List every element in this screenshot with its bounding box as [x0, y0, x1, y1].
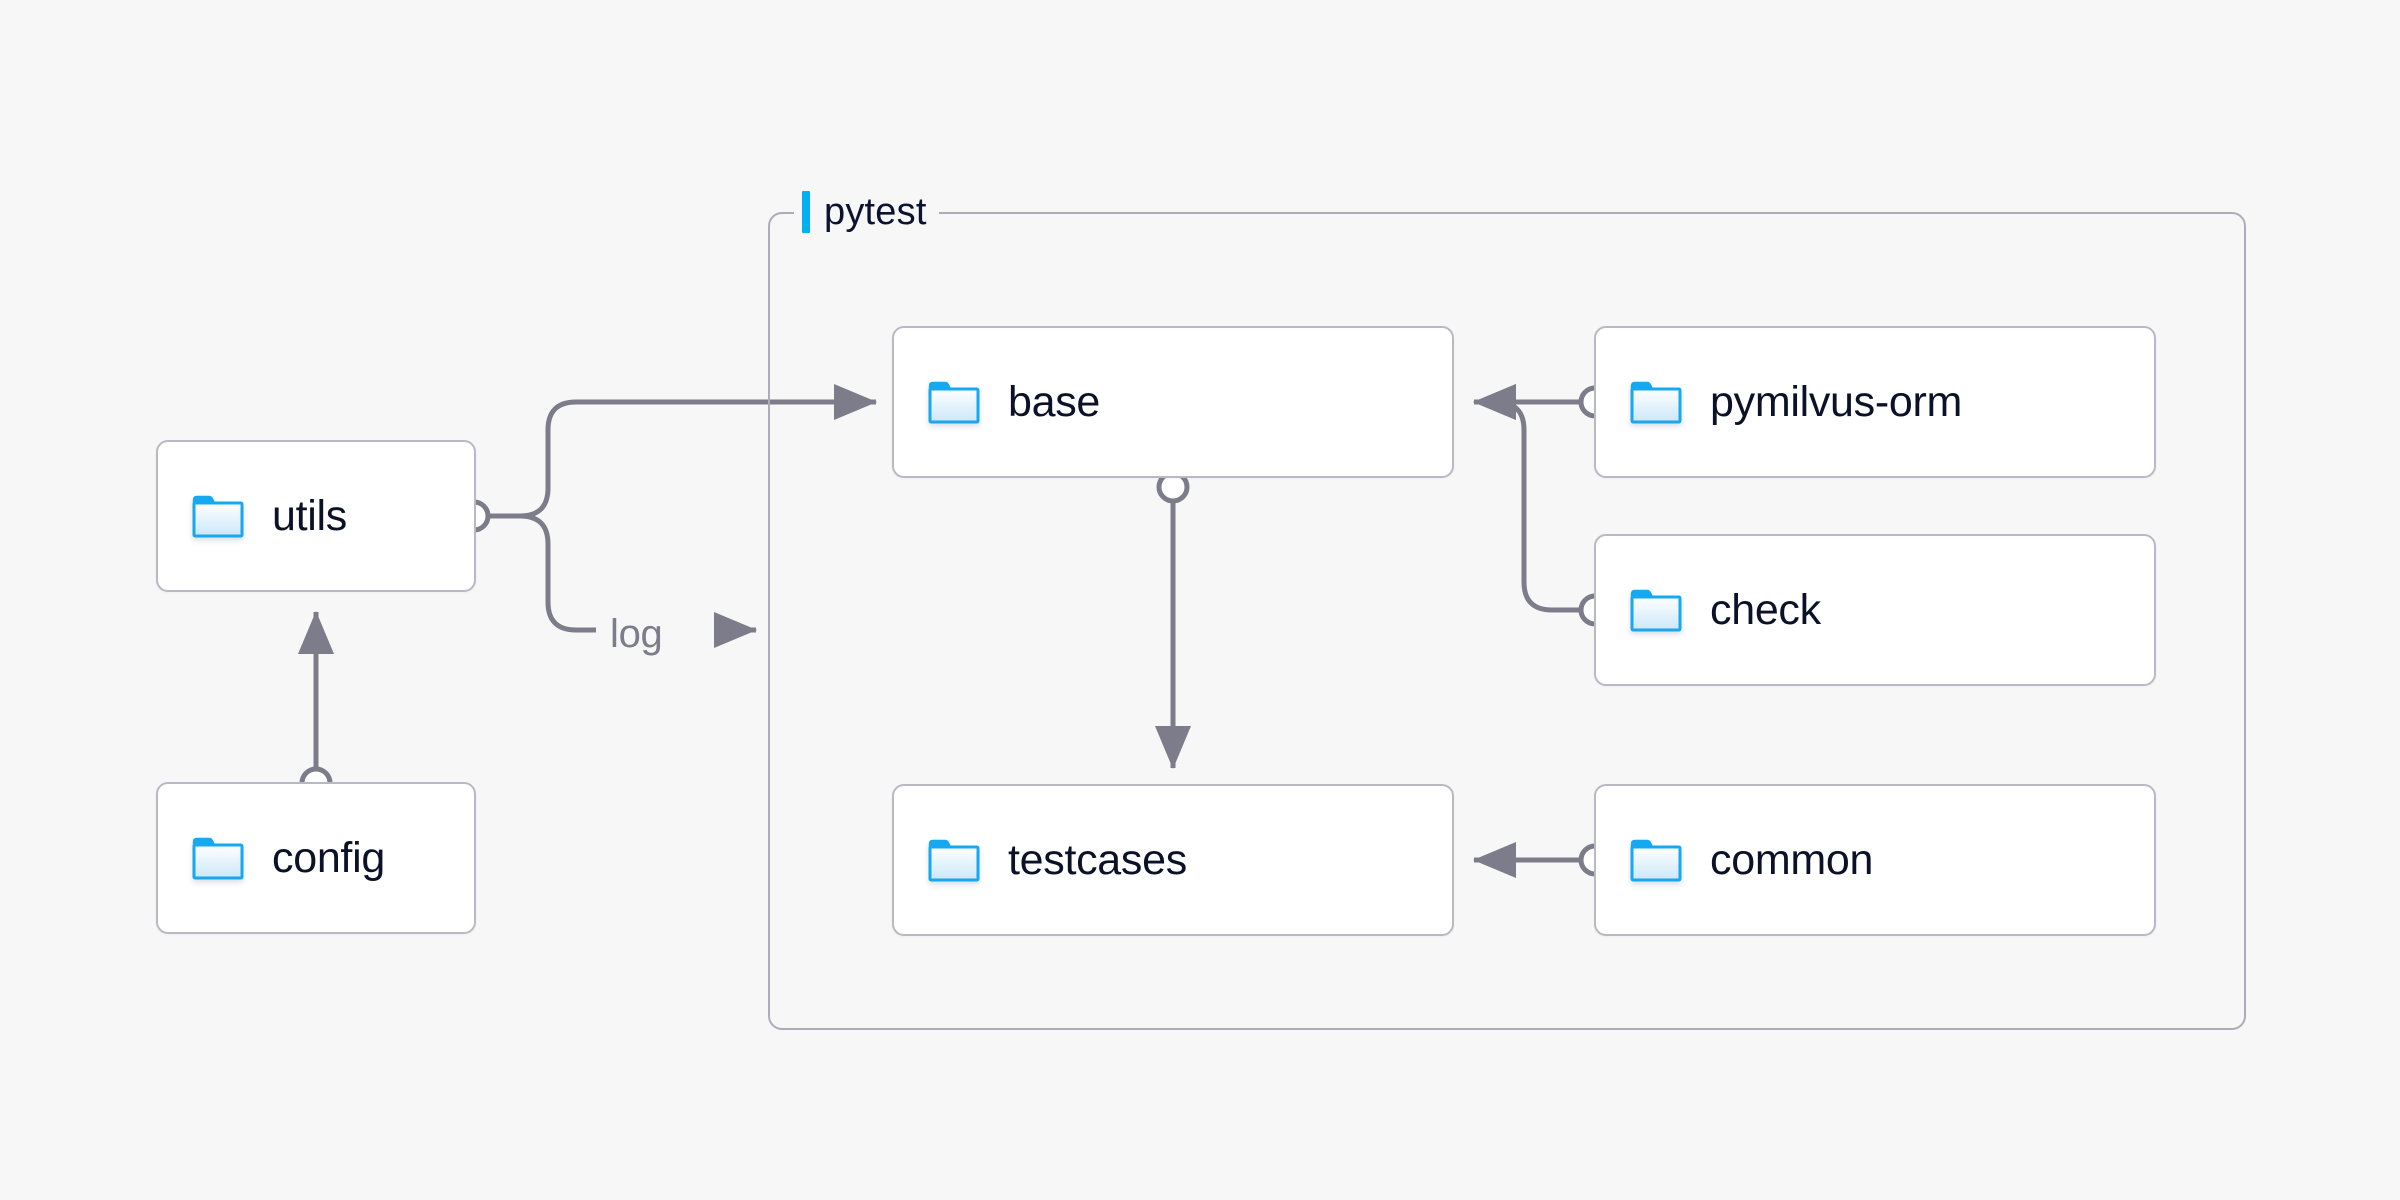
- folder-icon: [1630, 588, 1682, 632]
- node-label-common: common: [1710, 835, 1874, 884]
- pytest-group-label-text: pytest: [824, 191, 927, 233]
- edge-label-log-label: log: [600, 612, 673, 657]
- node-base[interactable]: base: [892, 326, 1454, 478]
- node-pymilvus-orm[interactable]: pymilvus-orm: [1594, 326, 2156, 478]
- node-utils[interactable]: utils: [156, 440, 476, 592]
- folder-icon: [192, 494, 244, 538]
- accent-bar-icon: [802, 191, 810, 233]
- node-label-testcases: testcases: [1008, 835, 1187, 884]
- node-testcases[interactable]: testcases: [892, 784, 1454, 936]
- pytest-group-container[interactable]: [768, 212, 2246, 1030]
- folder-icon: [928, 838, 980, 882]
- folder-icon: [1630, 838, 1682, 882]
- node-label-pymilvus-orm: pymilvus-orm: [1710, 377, 1963, 426]
- node-check[interactable]: check: [1594, 534, 2156, 686]
- node-label-check: check: [1710, 585, 1821, 634]
- node-common[interactable]: common: [1594, 784, 2156, 936]
- folder-icon: [192, 836, 244, 880]
- folder-icon: [928, 380, 980, 424]
- folder-icon: [1630, 380, 1682, 424]
- edge-utils-to-log-a: [519, 513, 596, 633]
- node-config[interactable]: config: [156, 782, 476, 934]
- node-label-utils: utils: [272, 491, 347, 540]
- node-label-base: base: [1008, 377, 1101, 426]
- node-label-config: config: [272, 833, 385, 882]
- pytest-group-label: pytest: [794, 190, 939, 234]
